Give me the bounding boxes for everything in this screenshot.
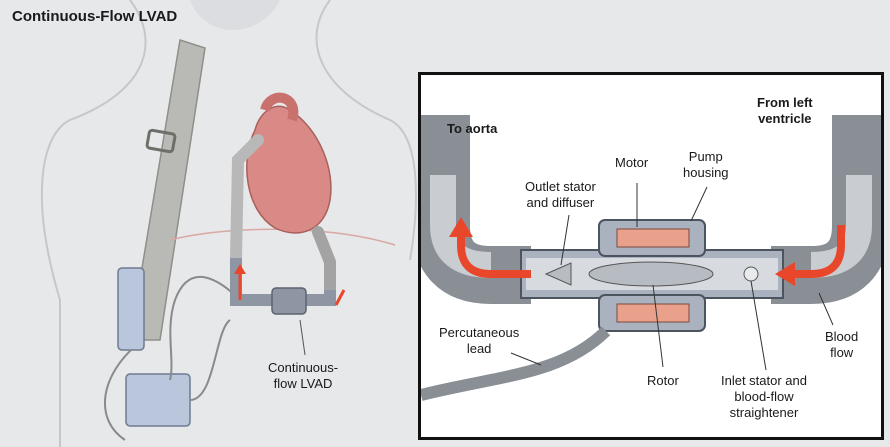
controller-box [126, 374, 190, 426]
label-inlet-stator: Inlet stator and blood-flow straightener [721, 373, 807, 421]
pump-detail-inset: To aorta From left ventricle Motor Pump … [418, 72, 884, 440]
rotor [589, 262, 713, 286]
heart [247, 106, 331, 233]
neck-shade [190, 0, 280, 30]
overview-label-pointer [300, 320, 305, 355]
label-blood-flow: Blood flow [825, 329, 858, 361]
torso-outline-right [317, 0, 416, 260]
controller-cable [190, 320, 230, 400]
inflow-cannula [318, 232, 330, 290]
flow-arrow-right [336, 290, 344, 305]
battery-pack [118, 268, 144, 350]
label-rotor: Rotor [647, 373, 679, 389]
overview-device-label: Continuous- flow LVAD [268, 360, 338, 392]
motor-coil-top [617, 229, 689, 247]
figure-title: Continuous-Flow LVAD [12, 8, 177, 25]
label-pump-housing: Pump housing [683, 149, 729, 181]
label-motor: Motor [615, 155, 648, 171]
label-to-aorta: To aorta [447, 121, 497, 137]
label-from-left-ventricle: From left ventricle [757, 95, 813, 127]
label-outlet-stator: Outlet stator and diffuser [525, 179, 596, 211]
driveline-cable [170, 277, 240, 380]
pump-body [272, 288, 306, 314]
motor-coil-bottom [617, 304, 689, 322]
label-percutaneous-lead: Percutaneous lead [439, 325, 519, 357]
inlet-stator [744, 267, 758, 281]
pointer-pump-housing [691, 187, 707, 221]
